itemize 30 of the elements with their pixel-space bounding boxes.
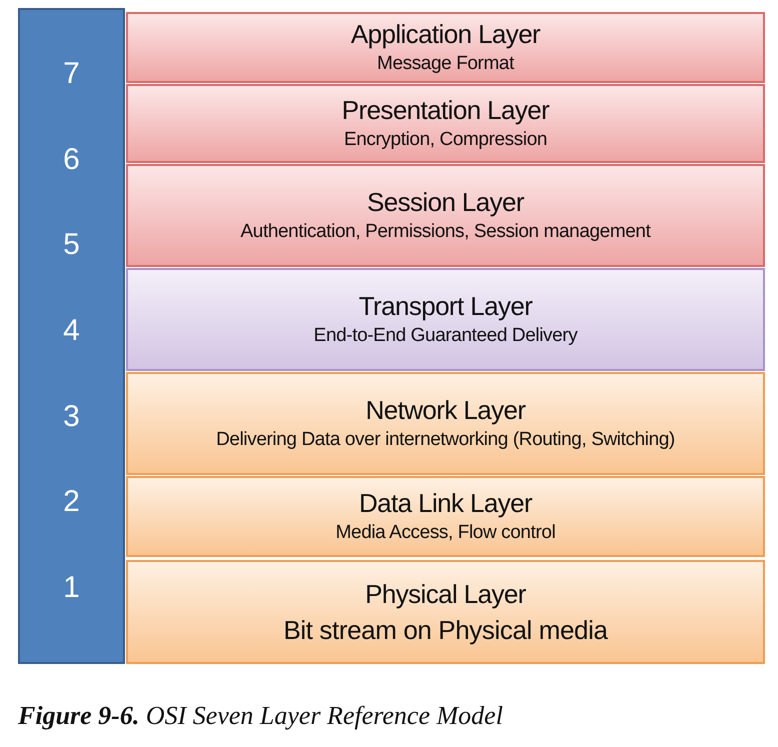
layer-description: Media Access, Flow control [336,521,556,545]
layer-description: Delivering Data over internetworking (Routing, Switching) [216,428,675,452]
layer-title: Presentation Layer [342,95,550,126]
layer-title: Transport Layer [358,291,532,322]
layer-band [126,560,765,664]
layer-band [126,164,765,267]
layer-title: Data Link Layer [358,488,532,519]
layer-number: 3 [63,400,80,434]
layer-description: Bit stream on Physical media [283,614,608,646]
layer-band [126,476,765,557]
layer-description: Authentication, Permissions, Session management [240,220,650,244]
layer-title: Physical Layer [365,578,526,610]
layer-title: Application Layer [350,19,540,50]
layer-band [126,12,765,83]
layer-number: 5 [63,228,80,262]
layer-number: 4 [63,314,80,348]
layer-description: Encryption, Compression [344,128,548,152]
layer-band [126,268,765,371]
layer-title: Network Layer [366,395,526,426]
layer-description: End-to-End Guaranteed Delivery [314,324,578,348]
layer-number: 6 [63,143,80,177]
layer-number-column [18,8,125,664]
layer-number: 2 [63,485,80,519]
layer-number: 7 [63,57,80,91]
layer-band [126,84,765,163]
layer-band [126,372,765,475]
layer-number: 1 [63,571,80,605]
layer-description: Message Format [377,52,514,76]
figure-caption: Figure 9-6. OSI Seven Layer Reference Model [18,700,503,732]
layer-title: Session Layer [367,187,524,218]
